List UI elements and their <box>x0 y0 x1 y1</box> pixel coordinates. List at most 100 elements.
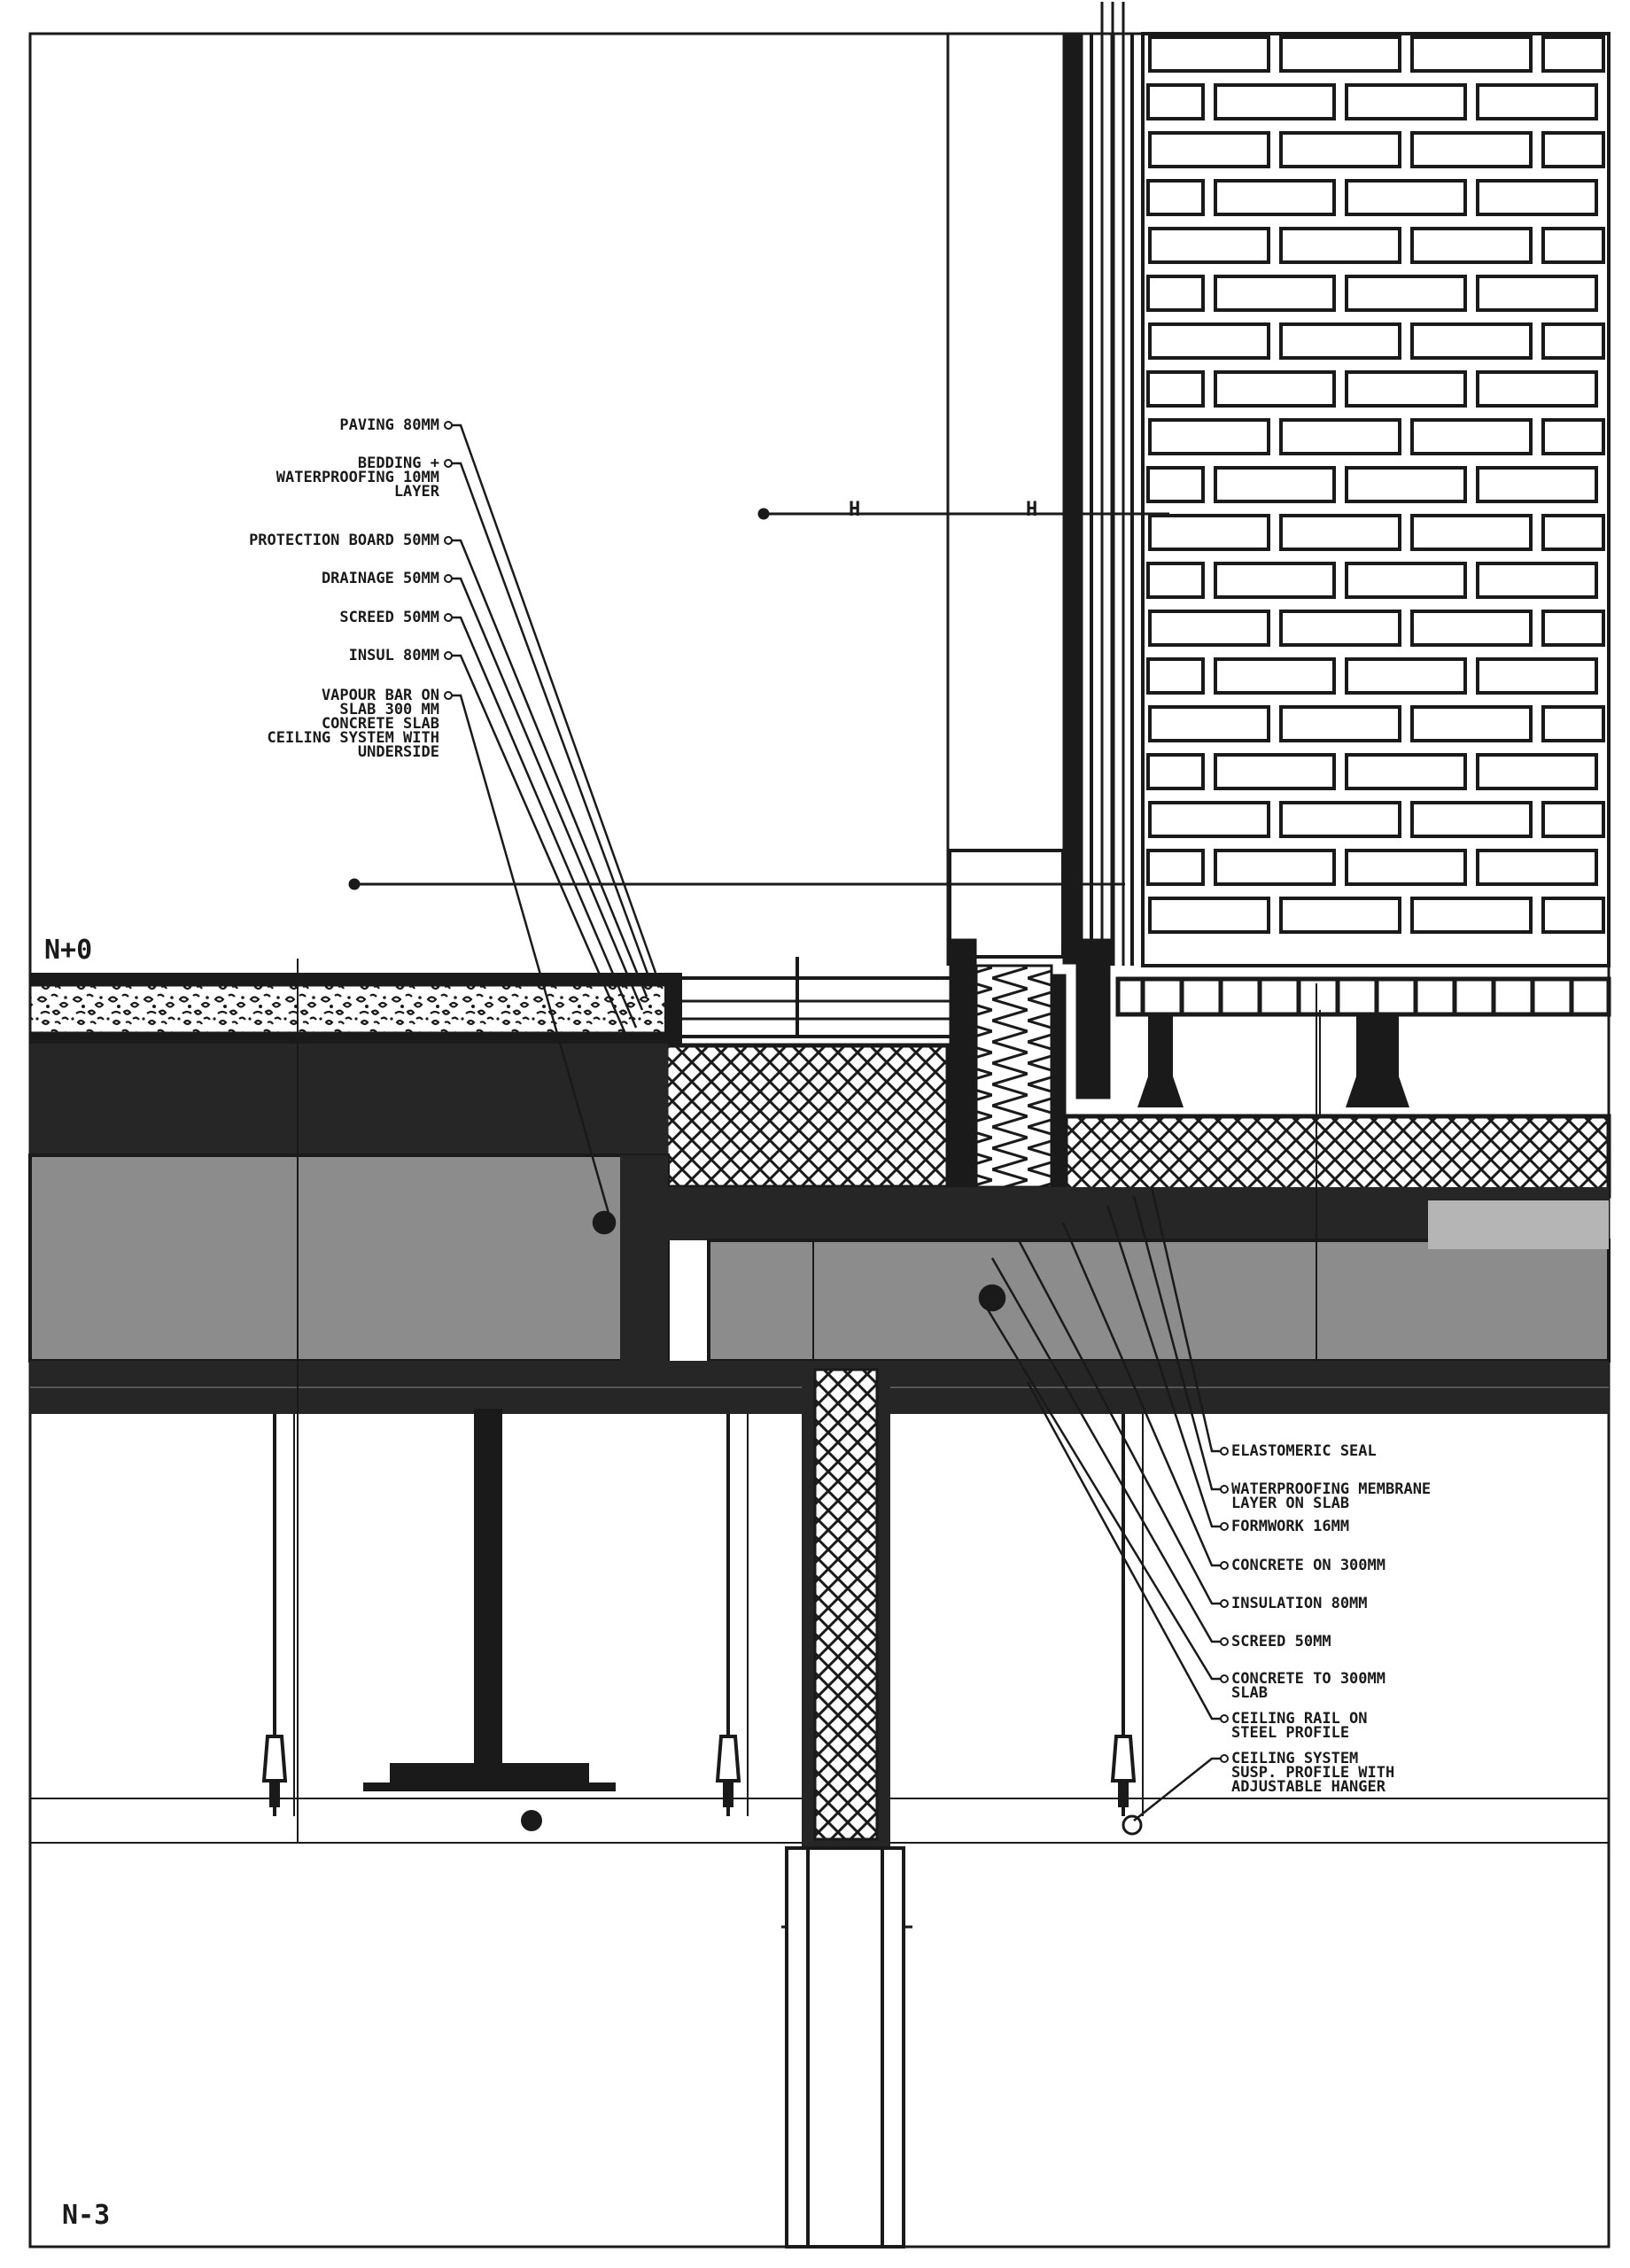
brick <box>1345 849 1467 886</box>
brick <box>1279 610 1401 647</box>
annotation-right-4-line-0: INSULATION 80MM <box>1231 1595 1368 1612</box>
brick <box>1345 466 1467 503</box>
brick <box>1148 35 1270 73</box>
brick <box>1410 514 1533 551</box>
brick <box>1214 753 1336 790</box>
annotation-left-6-line-4: UNDERSIDE <box>358 743 439 761</box>
brick <box>1214 83 1336 120</box>
brick <box>1345 83 1467 120</box>
brick <box>1146 562 1205 599</box>
level-marker-bottom: N-3 <box>62 2200 110 2231</box>
brick <box>1214 562 1336 599</box>
console-foot <box>1137 1076 1184 1107</box>
annotation-left-6-line-0: VAPOUR BAR ON <box>322 687 439 704</box>
leader-lines <box>444 421 1229 1836</box>
brick <box>1476 657 1598 695</box>
steel-i-beam <box>363 1409 616 1831</box>
brick <box>1148 322 1270 360</box>
annotation-left-1-line-1: WATERPROOFING 10MM <box>276 469 439 486</box>
brick <box>1148 227 1270 264</box>
brick <box>1410 418 1533 455</box>
hanger-clip <box>261 1735 288 1783</box>
brick <box>1541 131 1605 168</box>
console-foot <box>1363 1076 1409 1107</box>
brick <box>1476 83 1598 120</box>
dim-mark-1: H <box>849 499 860 521</box>
brick-facade <box>1141 32 1611 967</box>
brick <box>1410 35 1533 73</box>
brick <box>1541 801 1605 838</box>
brick <box>1214 370 1336 408</box>
hanger-spring <box>723 1781 734 1807</box>
brick <box>1146 657 1205 695</box>
brick <box>1476 179 1598 216</box>
brick <box>1345 275 1467 312</box>
annotation-left-5-line-0: INSUL 80MM <box>349 647 439 664</box>
brick <box>1541 418 1605 455</box>
brick <box>1345 370 1467 408</box>
brick <box>1146 466 1205 503</box>
facade-support-beam <box>1115 976 1611 1107</box>
brick <box>1345 657 1467 695</box>
hanger-spring <box>1118 1781 1129 1807</box>
brick <box>1146 83 1205 120</box>
brick <box>1476 562 1598 599</box>
brick <box>1148 418 1270 455</box>
brick <box>1279 322 1401 360</box>
annotation-right-7-line-1: STEEL PROFILE <box>1231 1724 1349 1742</box>
brick <box>1279 131 1401 168</box>
annotation-left-3-line-0: DRAINAGE 50MM <box>322 570 439 587</box>
facade-cavity-rails <box>1062 2 1134 1099</box>
brick <box>1476 849 1598 886</box>
dim-mark-2: H <box>1026 499 1037 521</box>
brick <box>1279 35 1401 73</box>
brick <box>1279 418 1401 455</box>
insulation-blocks <box>664 1043 1611 1852</box>
brick <box>1279 897 1401 934</box>
brick <box>1279 801 1401 838</box>
brick <box>1541 514 1605 551</box>
annotation-left-6-line-1: SLAB 300 MM <box>339 701 439 718</box>
brick <box>1476 466 1598 503</box>
brick <box>1148 801 1270 838</box>
brick <box>1345 562 1467 599</box>
annotation-left-6-line-2: CONCRETE SLAB <box>322 715 439 733</box>
brick <box>1148 131 1270 168</box>
facade-console <box>1374 1014 1399 1076</box>
brick <box>1541 227 1605 264</box>
brick <box>1410 801 1533 838</box>
brick <box>1410 610 1533 647</box>
annotation-left-2-line-0: PROTECTION BOARD 50MM <box>249 532 439 549</box>
annotation-right-8-line-2: ADJUSTABLE HANGER <box>1231 1778 1386 1796</box>
annotation-left-4-line-0: SCREED 50MM <box>339 609 439 626</box>
brick <box>1214 466 1336 503</box>
brick <box>1214 849 1336 886</box>
brick <box>1410 705 1533 742</box>
brick <box>1476 753 1598 790</box>
brick <box>1410 897 1533 934</box>
annotation-right-6-line-0: CONCRETE TO 300MM <box>1231 1670 1386 1688</box>
brick <box>1541 322 1605 360</box>
annotation-right-2-line-0: FORMWORK 16MM <box>1231 1518 1349 1535</box>
brick <box>1279 227 1401 264</box>
roof-buildup <box>28 973 682 1045</box>
annotation-right-6-line-1: SLAB <box>1231 1684 1268 1702</box>
brick <box>1345 753 1467 790</box>
concrete-column <box>785 1368 905 2249</box>
annotation-left-1-line-2: LAYER <box>394 483 440 501</box>
brick <box>1214 657 1336 695</box>
hanger-clip <box>715 1735 741 1783</box>
brick <box>1148 705 1270 742</box>
brick <box>1146 275 1205 312</box>
brick <box>1541 35 1605 73</box>
annotation-right-1-line-0: WATERPROOFING MEMBRANE <box>1231 1480 1431 1498</box>
brick <box>1279 705 1401 742</box>
annotation-right-8-line-0: CEILING SYSTEM <box>1231 1750 1358 1767</box>
brick <box>1410 227 1533 264</box>
level-marker-top: N+0 <box>44 935 92 966</box>
facade-console <box>1148 1014 1173 1076</box>
brick <box>1345 179 1467 216</box>
brick <box>1214 275 1336 312</box>
